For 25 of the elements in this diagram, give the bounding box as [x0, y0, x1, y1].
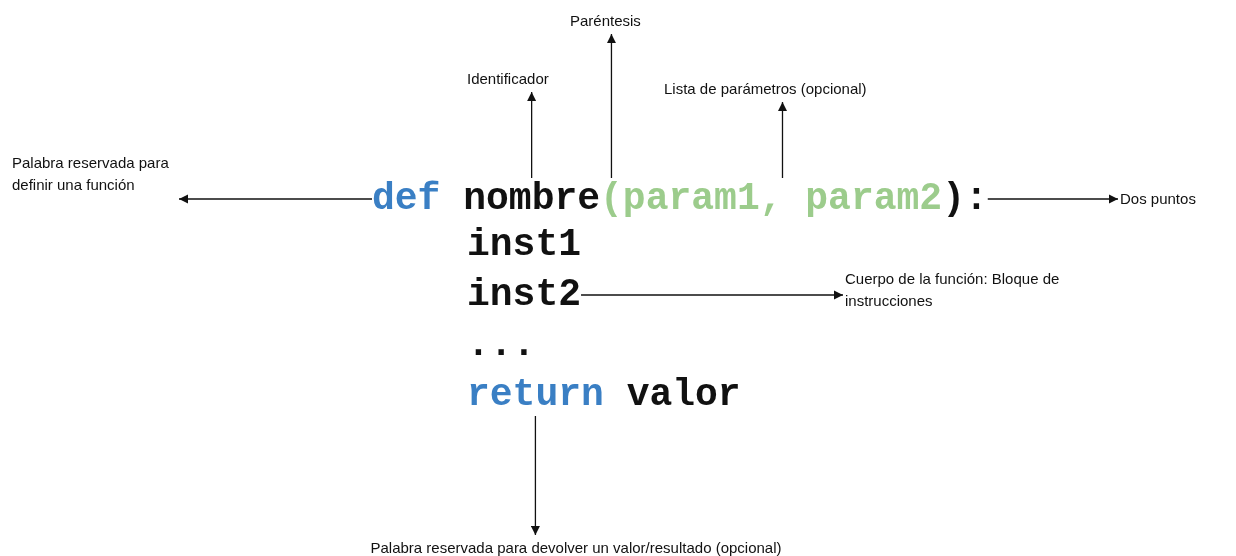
- code-token: def: [372, 178, 441, 220]
- code-token: nombre: [463, 178, 601, 220]
- annotation-text: Palabra reservada para definir una función: [12, 152, 177, 196]
- arrow: [987, 194, 1119, 204]
- code-token: (: [600, 178, 623, 220]
- code-text: valor: [626, 374, 741, 416]
- arrow: [530, 415, 540, 536]
- arrow: [580, 290, 844, 300]
- code-token: :: [964, 178, 988, 220]
- annotation-text: Paréntesis: [570, 10, 690, 32]
- arrow: [777, 101, 788, 179]
- annotation-text: Identificador: [467, 68, 607, 90]
- arrow: [178, 194, 373, 204]
- arrow: [606, 33, 616, 179]
- code-text: ): [942, 178, 965, 220]
- code-token: inst2: [467, 274, 582, 316]
- annotation-text: Palabra reservada para devolver un valor/resultado (opcional): [256, 537, 896, 556]
- annotation-text: Cuerpo de la función: Bloque de instrucciones: [845, 268, 1075, 312]
- annotation-text: Dos puntos: [1120, 188, 1230, 210]
- annotation-text: Lista de parámetros (opcional): [664, 78, 984, 100]
- code-text: ...: [467, 324, 536, 366]
- code-token: param1, param2: [622, 178, 943, 220]
- code-text: inst1: [467, 224, 582, 266]
- code-token: return: [467, 374, 604, 416]
- arrow: [527, 91, 537, 179]
